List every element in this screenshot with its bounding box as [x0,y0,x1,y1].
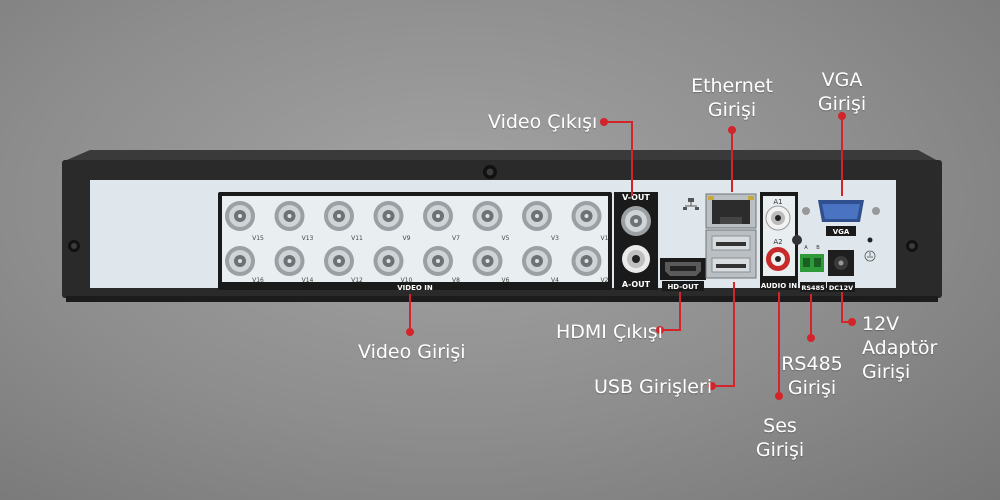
label-dc12v: DC12V [829,284,853,292]
bnc-connector-v3 [522,201,552,231]
bnc-label-v14: V14 [302,277,314,284]
hdmi-port [660,258,706,280]
label-hd-out: HD-OUT [667,283,698,291]
ground-icon [864,250,876,262]
label-a-out: A-OUT [622,280,651,289]
bnc-connector-v10 [373,246,404,276]
label-rs485-a: A [804,245,808,251]
bnc-label-v11: V11 [351,235,363,242]
bnc-label-v8: V8 [452,277,460,284]
label-a1: A1 [773,198,782,206]
ground-dot [867,237,873,243]
bnc-label-v9: V9 [403,235,411,242]
label-rs485-b: B [816,245,820,251]
bnc-label-v6: V6 [502,277,510,284]
bnc-label-v15: V15 [252,235,264,242]
network-icon [683,198,699,210]
callout-power-line1: 12V [862,313,900,335]
callout-rs485-line1: RS485 [781,353,843,375]
usb-ports [705,229,757,279]
bnc-label-v13: V13 [302,235,314,242]
bnc-connector-v5 [472,201,503,231]
bnc-label-v16: V16 [252,277,264,284]
vga-label-bg [826,226,856,236]
vga-port [802,200,880,222]
bnc-connector-v7 [423,201,453,231]
bnc-connector-v16 [225,246,255,276]
callout-audio: Ses Girişi [740,414,820,462]
callout-rs485: RS485 Girişi [772,352,852,400]
callout-hdmi-text: HDMI Çıkışı [556,321,663,343]
bnc-label-v4: V4 [551,277,559,284]
callout-power: 12V Adaptör Girişi [862,312,937,384]
hd-out-label-bg [662,281,704,291]
callout-power-line2: Adaptör [862,337,938,359]
callout-usb: USB Girişleri [594,375,712,399]
callout-ethernet-line2: Girişi [707,99,757,121]
callout-power-line3: Girişi [862,361,911,383]
bnc-connector-v1 [571,201,602,231]
bnc-connector-v15 [225,201,255,231]
ethernet-port [705,193,757,229]
callout-video-in: Video Girişi [358,340,466,364]
callout-vga-line1: VGA [821,69,863,91]
dc-power-jack [828,250,854,276]
callout-vga: VGA Girişi [802,68,882,116]
label-vga: VGA [833,228,850,236]
rs485-terminal [800,254,824,272]
callout-dots [406,112,856,400]
screw-icon [68,165,918,252]
label-a2: A2 [773,238,782,246]
bnc-connector-v11 [324,201,354,231]
label-video-in: VIDEO IN [397,284,433,292]
audio-a2-rca [766,247,790,271]
callout-audio-line1: Ses [763,415,797,437]
bnc-connector-v13 [274,201,305,231]
bnc-connector-v2 [571,246,602,276]
bnc-connector-v9 [373,201,404,231]
audio-a1-rca [765,205,791,231]
dc12v-label-bg [827,282,855,292]
bnc-connector-v4 [522,246,552,276]
label-v-out: V-OUT [622,193,650,202]
bnc-label-v3: V3 [551,235,559,242]
label-audio-in: AUDIO IN [761,282,797,290]
callout-ethernet: Ethernet Girişi [682,74,782,122]
bnc-label-v12: V12 [351,277,363,284]
vout-bnc [621,206,651,236]
bnc-connector-v14 [274,246,305,276]
aout-rca [622,245,650,273]
callout-video-out: Video Çıkışı [488,110,597,134]
callout-lines [409,116,852,396]
callout-video-out-text: Video Çıkışı [488,111,598,133]
chassis-bottom-edge [66,296,938,302]
bnc-label-v7: V7 [452,235,460,242]
callout-video-in-text: Video Girişi [358,341,466,363]
rs485-label-bg [800,282,826,292]
label-rs485: RS485 [801,284,825,292]
callout-hdmi: HDMI Çıkışı [556,320,663,344]
bnc-label-v2: V2 [601,277,609,284]
callout-audio-line2: Girişi [755,439,805,461]
chassis-top [62,150,940,162]
bnc-label-v5: V5 [502,235,510,242]
bnc-connector-v12 [324,246,354,276]
callout-ethernet-line1: Ethernet [691,75,773,97]
callout-rs485-line2: Girişi [787,377,837,399]
callout-vga-line2: Girişi [817,93,867,115]
bnc-label-v1: V1 [601,235,609,242]
panel-button [792,235,802,245]
bnc-connector-v8 [423,246,453,276]
bnc-connector-v6 [472,246,503,276]
callout-usb-text: USB Girişleri [594,376,713,398]
bnc-label-v10: V10 [401,277,413,284]
